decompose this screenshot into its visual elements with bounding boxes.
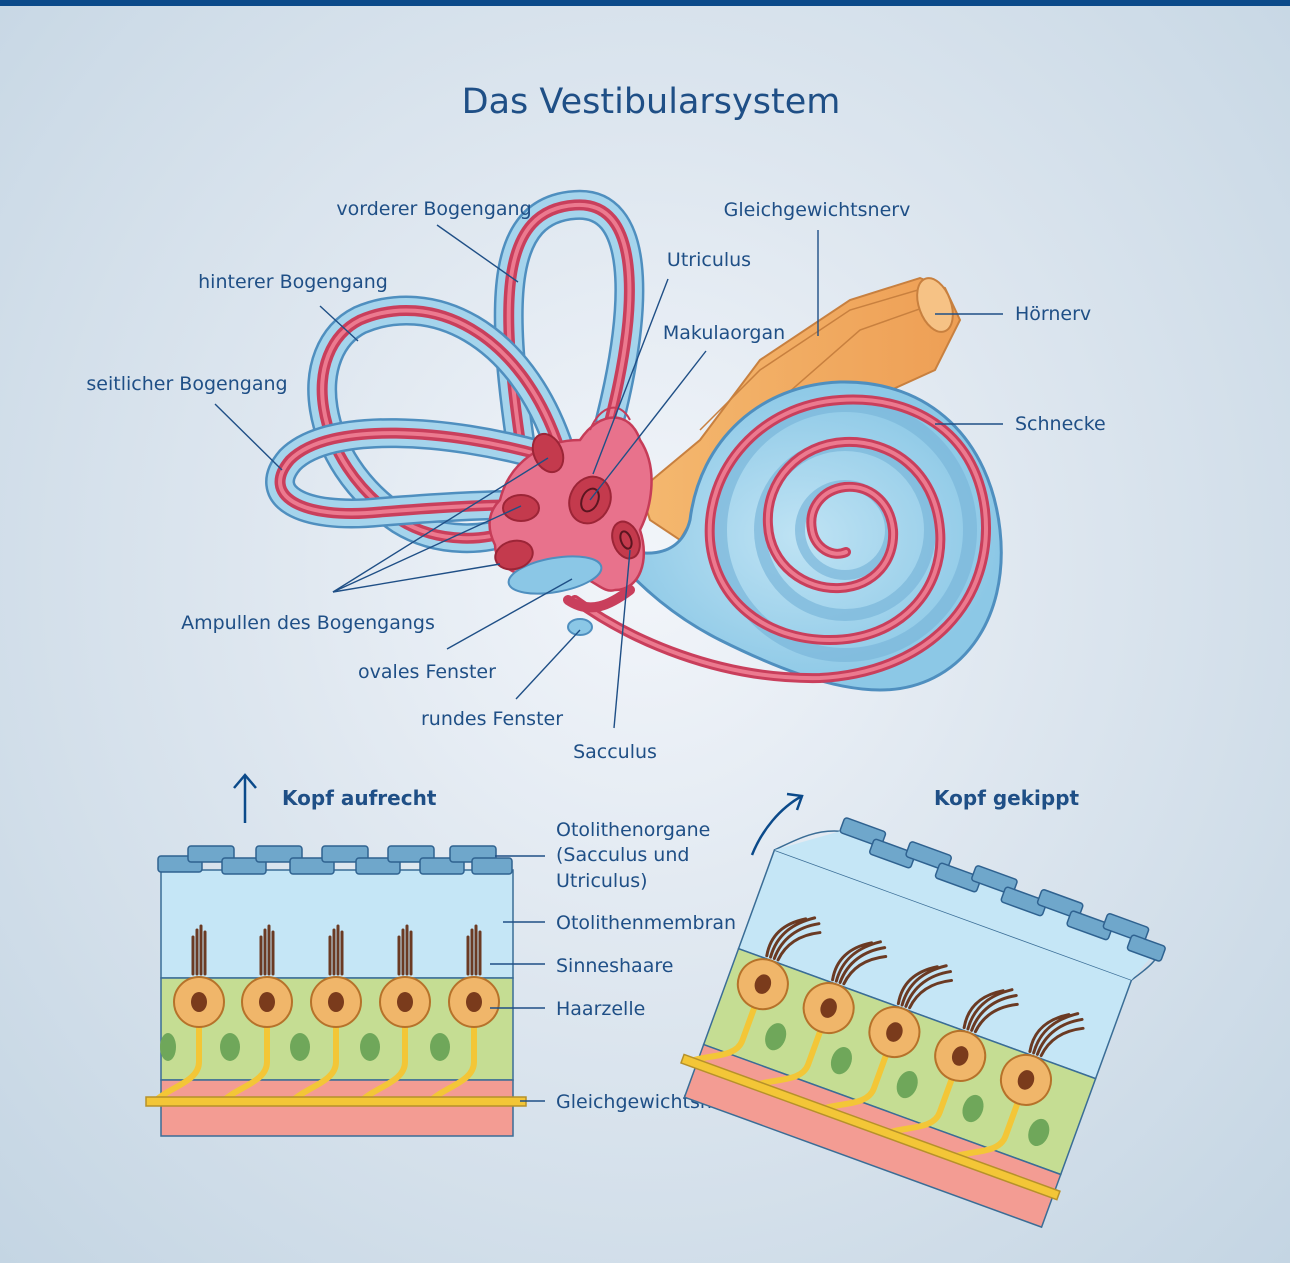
label-rundes-fenster: rundes Fenster [421, 708, 563, 730]
page-title: Das Vestibularsystem [462, 82, 841, 122]
label-otolithenorgane-3: Utriculus) [556, 870, 648, 892]
label-gleichgewichtsnerv-top: Gleichgewichtsnerv [724, 199, 911, 221]
label-kopf-gekippt: Kopf gekippt [934, 786, 1080, 810]
label-otolithenmembran: Otolithenmembran [556, 912, 736, 934]
label-utriculus: Utriculus [667, 249, 751, 271]
label-haarzelle: Haarzelle [556, 998, 645, 1020]
label-otolithenorgane-1: Otolithenorgane [556, 819, 710, 841]
label-hoernerv: Hörnerv [1015, 303, 1091, 325]
label-ampullen: Ampullen des Bogengangs [181, 612, 435, 634]
upright-head-section: Kopf aufrecht [146, 775, 526, 1136]
label-seitlicher-bogengang: seitlicher Bogengang [86, 373, 287, 395]
tilted-head-section: Kopf gekippt [670, 786, 1170, 1234]
label-sinneshaare: Sinneshaare [556, 955, 673, 977]
tilted-tissue [670, 793, 1170, 1234]
up-arrow-icon [234, 775, 256, 823]
label-vorderer-bogengang: vorderer Bogengang [336, 198, 531, 220]
label-hinterer-bogengang: hinterer Bogengang [198, 271, 388, 293]
label-otolithenorgane-2: (Sacculus und [556, 844, 689, 866]
label-ovales-fenster: ovales Fenster [358, 661, 496, 683]
label-schnecke: Schnecke [1015, 413, 1106, 435]
label-sacculus: Sacculus [573, 741, 657, 763]
label-kopf-aufrecht: Kopf aufrecht [282, 786, 437, 810]
label-makulaorgan: Makulaorgan [663, 322, 785, 344]
vestibular-nerve-fiber [146, 1097, 526, 1106]
base-layer [161, 1080, 513, 1136]
